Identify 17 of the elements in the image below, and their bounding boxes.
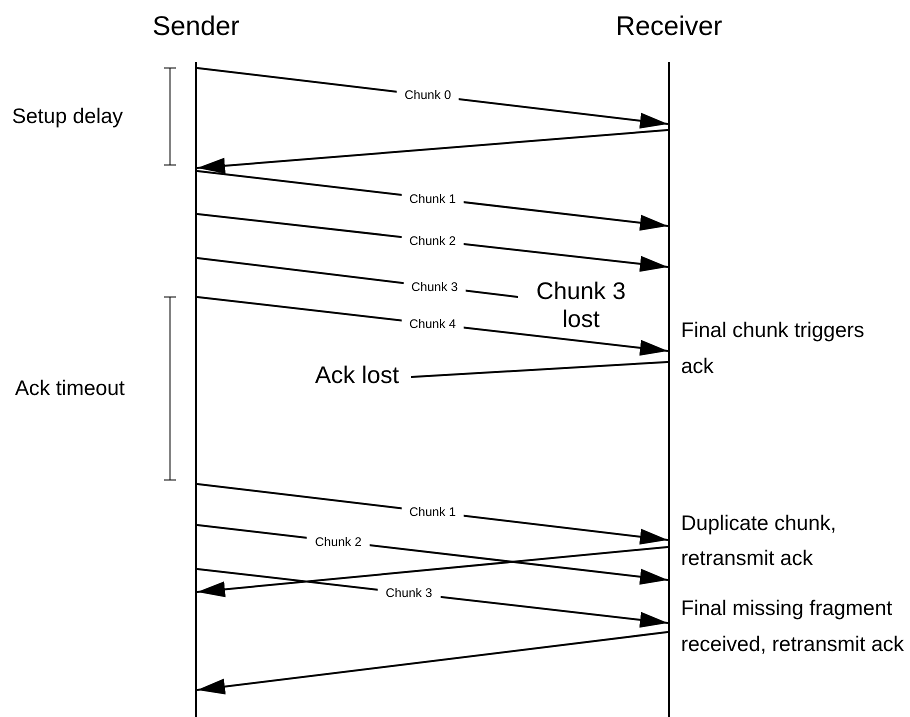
annotation-text: Final missing fragment received, retransmit ack — [681, 596, 905, 658]
lifeline-heading: Receiver — [616, 10, 722, 42]
message-arrow — [196, 631, 668, 695]
annotation-text: Duplicate chunk, retransmit ack — [681, 511, 838, 572]
annotation-text: Ack lost — [303, 362, 411, 390]
edge-label: Chunk 1 — [401, 190, 464, 206]
annotation-text: Chunk 3 lost — [518, 278, 644, 334]
message-arrow — [196, 546, 668, 598]
message-arrow — [196, 129, 668, 174]
edge-label: Chunk 1 — [401, 504, 464, 520]
lifeline-heading: Sender — [152, 10, 240, 42]
annotation-text: Final chunk triggers ack — [681, 318, 866, 380]
edge-label: Chunk 0 — [396, 87, 460, 104]
annotation-text: Setup delay — [12, 104, 124, 130]
edge-label: Chunk 4 — [401, 316, 464, 332]
annotation-text: Ack timeout — [15, 376, 126, 402]
edge-label: Chunk 2 — [307, 534, 370, 550]
